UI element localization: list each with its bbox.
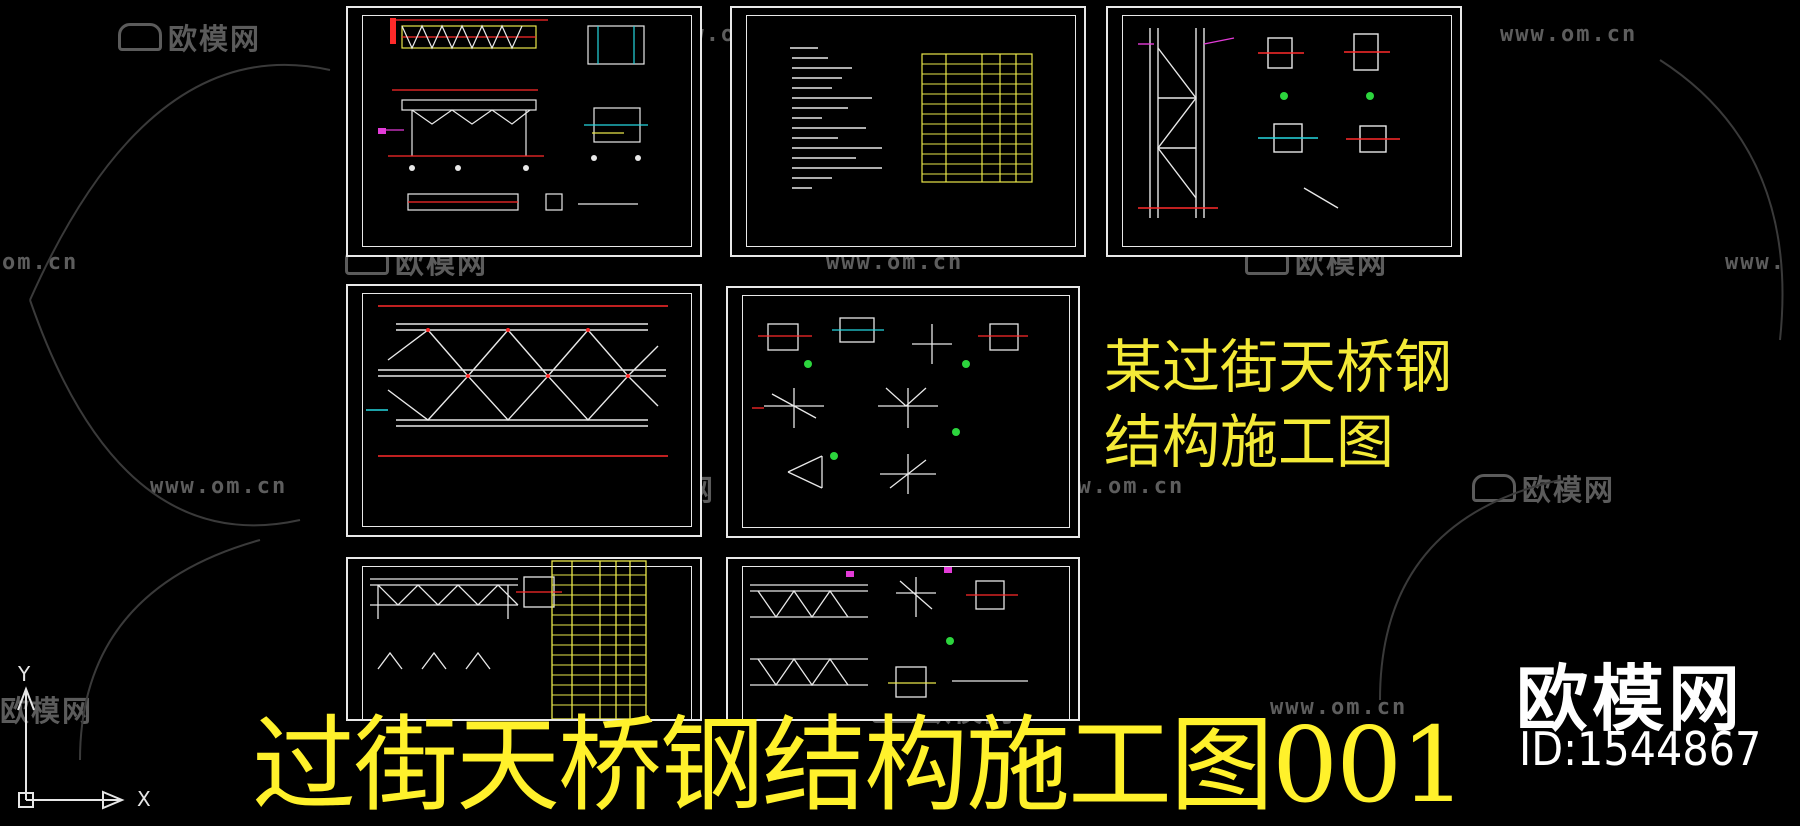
- cad-drawing: [366, 305, 668, 457]
- truss-plan-sheet[interactable]: [346, 284, 702, 537]
- design-notes-sheet[interactable]: [730, 6, 1086, 257]
- cad-drawing: [378, 18, 648, 211]
- cad-drawing: [1138, 28, 1400, 218]
- sheet-frame: [746, 15, 1076, 247]
- ucs-axis-icon: [17, 686, 125, 810]
- sheet-frame: [362, 15, 692, 247]
- joint-details-sheet[interactable]: [726, 286, 1080, 538]
- watermark-url: www.om.cn: [1270, 695, 1408, 720]
- watermark-brand: 欧模网: [0, 694, 94, 728]
- frame-table-sheet[interactable]: [346, 557, 702, 721]
- sofa-logo-icon: [1472, 474, 1516, 502]
- watermark-url: www.om.cn: [1500, 22, 1638, 47]
- sheet-frame: [362, 566, 692, 721]
- cad-drawing: [750, 567, 1028, 698]
- elevation-plan-sheet[interactable]: [346, 6, 702, 257]
- ucs-x-label: X: [137, 787, 151, 811]
- model-id: ID:1544867: [1519, 722, 1762, 776]
- side-title: 某过街天桥钢 结构施工图: [1104, 330, 1452, 480]
- cad-drawing: [370, 560, 647, 719]
- cad-drawing: [790, 47, 1033, 189]
- watermark-url: om.cn: [2, 250, 79, 275]
- sheet-frame: [742, 566, 1070, 721]
- ucs-y-label: Y: [18, 662, 31, 686]
- sheet-frame: [362, 293, 692, 527]
- side-title-line2: 结构施工图: [1104, 408, 1395, 476]
- watermark-brand: 欧模网: [118, 16, 261, 58]
- sofa-logo-icon: [118, 23, 162, 51]
- brand-logo-text: 欧模网: [1516, 657, 1745, 741]
- side-title-line1: 某过街天桥钢: [1104, 333, 1453, 401]
- column-details-sheet[interactable]: [1106, 6, 1462, 257]
- section-details-sheet[interactable]: [726, 557, 1080, 721]
- sheet-frame: [1122, 15, 1452, 247]
- sheet-frame: [742, 295, 1070, 528]
- main-title: 过街天桥钢结构施工图001: [252, 704, 1467, 826]
- cad-drawing: [752, 317, 1028, 494]
- watermark-url: www.om.cn: [150, 474, 288, 499]
- watermark-brand: 欧模网: [1472, 467, 1615, 509]
- watermark-url: www.: [1725, 250, 1786, 275]
